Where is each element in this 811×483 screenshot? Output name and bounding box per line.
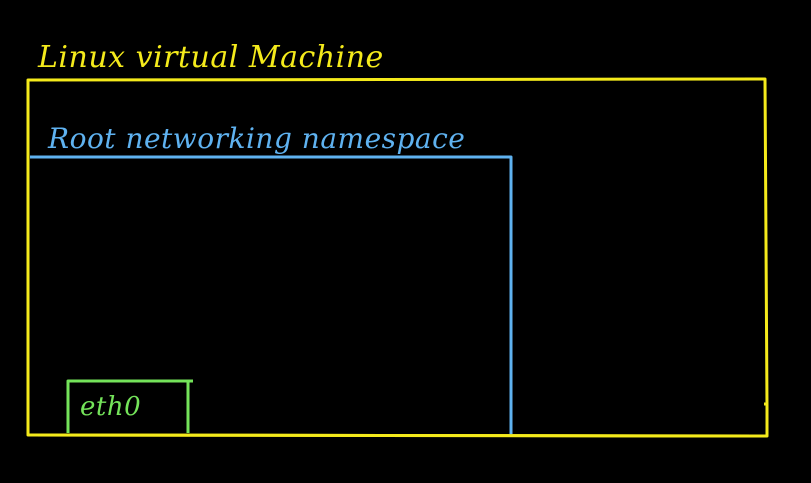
eth0-box — [66, 379, 193, 433]
root-namespace-box — [30, 155, 513, 435]
vm-box-bottom-edge — [27, 433, 768, 438]
eth0-box-outline — [66, 379, 193, 433]
root-namespace-outline — [30, 155, 513, 435]
root-namespace-label: Root networking namespace — [48, 122, 466, 155]
vm-box-outline — [26, 77, 769, 438]
vm-box — [26, 77, 769, 438]
vm-label: Linux virtual Machine — [38, 40, 384, 75]
eth0-label: eth0 — [80, 392, 142, 422]
